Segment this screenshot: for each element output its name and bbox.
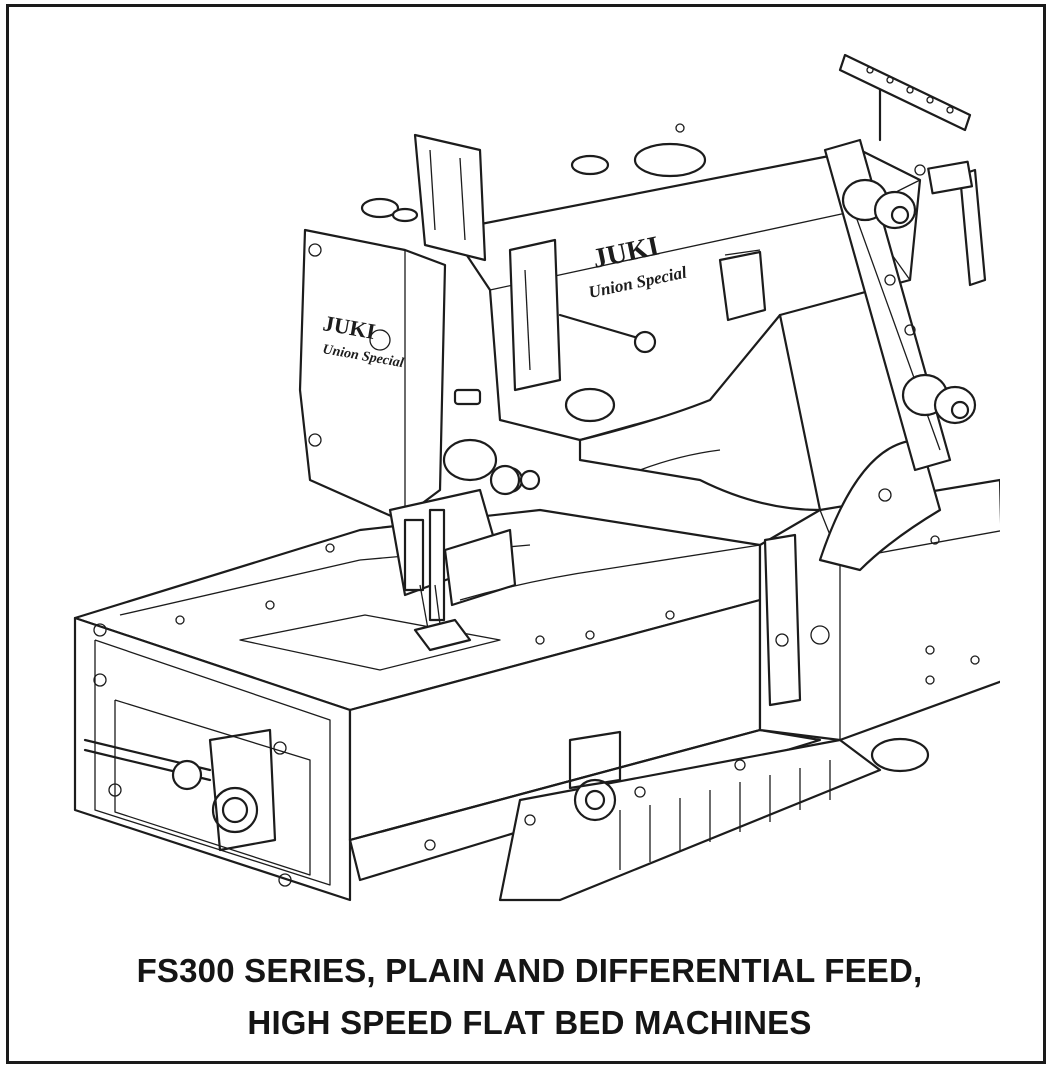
sewing-machine-illustration: JUKI Union Special JUKI Union Special — [60, 40, 1007, 920]
caption-line-2: HIGH SPEED FLAT BED MACHINES — [247, 1004, 812, 1041]
needle-and-presser-area — [388, 464, 761, 652]
machine-head: JUKI Union Special — [298, 133, 562, 522]
oil-pan — [348, 728, 930, 902]
caption-line-1: FS300 SERIES, PLAIN AND DIFFERENTIAL FEE… — [136, 952, 923, 989]
machine-arm: JUKI Union Special — [442, 123, 922, 512]
thread-stand — [823, 53, 987, 472]
feed-mechanism — [83, 728, 277, 852]
